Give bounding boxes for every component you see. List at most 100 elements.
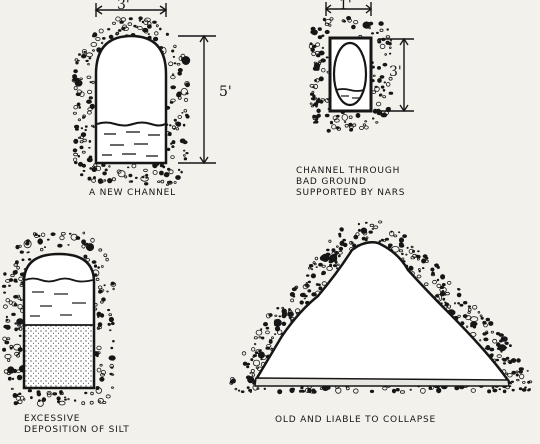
gravel-pebble: [84, 391, 88, 395]
gravel-pebble: [482, 332, 487, 336]
gravel-pebble: [364, 221, 368, 224]
gravel-pebble: [17, 303, 23, 310]
gravel-pebble: [86, 157, 93, 163]
gravel-pebble: [96, 326, 101, 330]
gravel-pebble: [467, 305, 471, 308]
gravel-pebble: [40, 247, 44, 252]
gravel-pebble: [375, 101, 382, 107]
gravel-pebble: [27, 251, 30, 254]
gravel-pebble: [100, 300, 104, 304]
gravel-pebble: [321, 34, 325, 37]
gravel-pebble: [436, 387, 442, 394]
gravel-pebble: [37, 238, 43, 245]
gravel-pebble: [18, 276, 24, 281]
gravel-pebble: [122, 26, 129, 31]
gravel-pebble: [21, 258, 25, 262]
gravel-pebble: [276, 307, 280, 310]
gravel-pebble: [104, 168, 108, 172]
gravel-pebble: [152, 169, 158, 175]
gravel-pebble: [163, 172, 170, 178]
gravel-pebble: [18, 326, 23, 331]
gravel-pebble: [5, 315, 9, 319]
gravel-pebble: [364, 120, 368, 123]
gravel-pebble: [314, 256, 319, 261]
gravel-pebble: [147, 33, 151, 35]
gravel-pebble: [416, 257, 420, 261]
gravel-pebble: [13, 343, 22, 351]
gravel-pebble: [177, 71, 183, 76]
gravel-pebble: [314, 97, 318, 100]
width-dimension-line: [94, 3, 168, 17]
gravel-pebble: [73, 105, 78, 110]
new-channel-width-label: 3': [117, 0, 130, 13]
gravel-pebble: [335, 387, 342, 394]
gravel-pebble: [311, 44, 317, 49]
gravel-pebble: [5, 324, 11, 330]
gravel-pebble: [165, 183, 169, 186]
gravel-pebble: [11, 312, 16, 316]
gravel-pebble: [101, 163, 106, 167]
gravel-pebble: [158, 170, 164, 176]
gravel-pebble: [73, 69, 78, 74]
gravel-pebble: [91, 178, 96, 183]
gravel-pebble: [382, 95, 387, 99]
nar-channel-water-ripples: [341, 95, 360, 99]
gravel-pebble: [389, 39, 393, 42]
gravel-pebble: [311, 90, 315, 94]
gravel-pebble: [87, 89, 93, 95]
gravel-pebble: [17, 327, 21, 330]
gravel-pebble: [463, 301, 468, 305]
gravel-pebble: [87, 176, 92, 181]
gravel-pebble: [440, 274, 444, 278]
gravel-pebble: [309, 42, 313, 46]
gravel-pebble: [380, 85, 385, 89]
gravel-pebble: [421, 267, 425, 270]
new-channel-height-label: 5': [219, 84, 232, 100]
gravel-pebble: [8, 300, 13, 305]
gravel-pebble: [382, 89, 386, 92]
gravel-pebble: [246, 362, 251, 366]
gravel-pebble: [324, 29, 330, 35]
gravel-pebble: [3, 304, 8, 309]
gravel-pebble: [527, 389, 531, 392]
gravel-pebble: [273, 318, 282, 327]
nar-channel-height-label: 3': [389, 64, 402, 80]
gravel-pebble: [97, 322, 103, 327]
gravel-pebble: [372, 108, 378, 114]
gravel-pebble: [418, 270, 421, 273]
gravel-pebble: [348, 115, 353, 119]
gravel-pebble: [398, 237, 405, 243]
gravel-pebble: [357, 228, 361, 232]
gravel-pebble: [171, 145, 175, 149]
gravel-pebble: [490, 353, 494, 357]
gravel-pebble: [454, 385, 460, 391]
gravel-pebble: [93, 176, 97, 180]
gravel-pebble: [337, 250, 343, 255]
gravel-pebble: [500, 336, 508, 342]
gravel-pebble: [360, 227, 368, 234]
gravel-pebble: [379, 75, 385, 79]
gravel-pebble: [74, 161, 78, 165]
gravel-pebble: [430, 272, 436, 277]
gravel-pebble: [173, 118, 177, 122]
gravel-pebble: [23, 239, 32, 249]
gravel-pebble: [409, 388, 412, 391]
gravel-pebble: [110, 346, 114, 350]
gravel-pebble: [73, 152, 78, 157]
gravel-pebble: [110, 282, 117, 287]
gravel-pebble: [160, 46, 163, 49]
gravel-pebble: [77, 136, 82, 139]
gravel-pebble: [410, 245, 414, 249]
gravel-pebble: [253, 336, 258, 340]
gravel-pebble: [170, 85, 177, 90]
gravel-pebble: [169, 124, 172, 127]
gravel-pebble: [313, 120, 319, 124]
gravel-pebble: [335, 126, 340, 130]
gravel-pebble: [311, 389, 317, 394]
caption-channel-nars-line-3: SUPPORTED BY NARS: [296, 188, 406, 198]
gravel-pebble: [74, 124, 80, 129]
gravel-pebble: [179, 138, 186, 144]
gravel-pebble: [483, 337, 489, 342]
gravel-pebble: [175, 127, 179, 131]
gravel-pebble: [16, 318, 21, 323]
